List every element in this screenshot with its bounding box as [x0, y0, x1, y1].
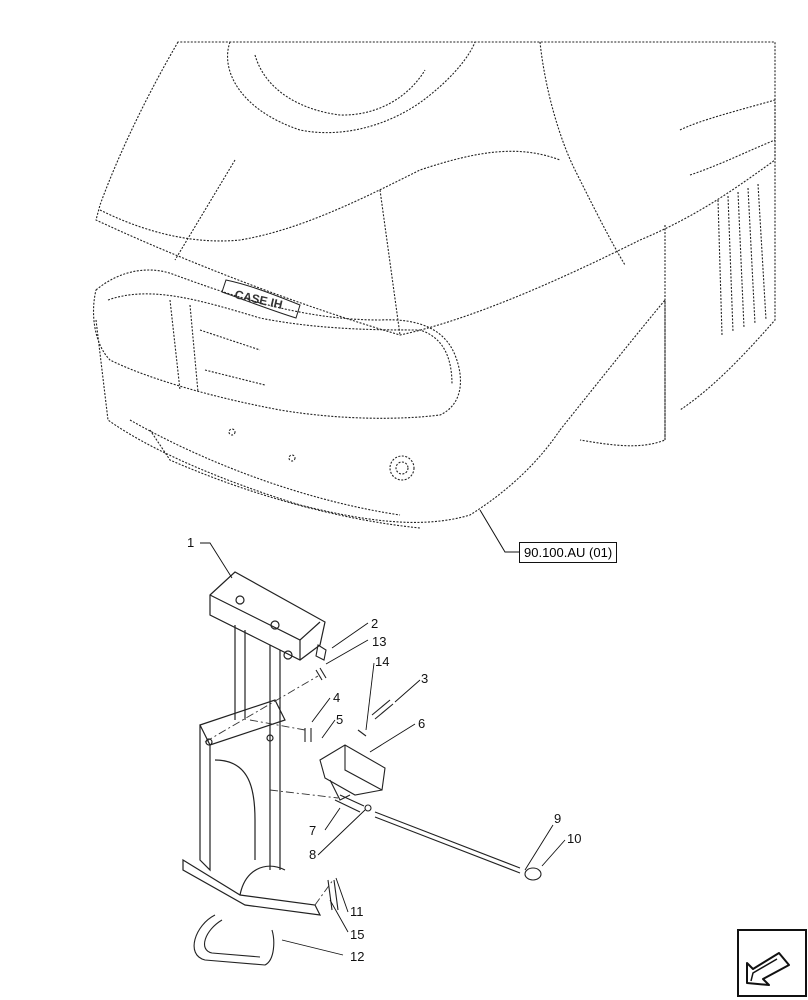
callout-11: 11 [350, 904, 364, 919]
callout-labels: 1 2 3 4 5 6 7 8 9 10 11 12 13 14 15 [187, 535, 581, 964]
callout-8: 8 [309, 847, 316, 862]
callout-13: 13 [372, 634, 386, 649]
alignment-lines [204, 675, 339, 906]
callout-14: 14 [375, 654, 389, 669]
next-page-button[interactable] [737, 929, 807, 997]
bracket-assembly [182, 571, 326, 916]
next-page-arrow-icon [746, 952, 790, 986]
callout-4: 4 [333, 690, 340, 705]
callout-1: 1 [187, 535, 194, 550]
callout-5: 5 [336, 712, 343, 727]
brand-badge-text: CASE IH [233, 287, 284, 312]
callout-3: 3 [421, 671, 428, 686]
small-parts [193, 644, 542, 966]
callout-leaders [200, 542, 566, 956]
callout-15: 15 [350, 927, 364, 942]
callout-2: 2 [371, 616, 378, 631]
callout-12: 12 [350, 949, 364, 964]
callout-10: 10 [567, 831, 581, 846]
brand-badge-graphic [221, 279, 301, 319]
callout-7: 7 [309, 823, 316, 838]
callout-6: 6 [418, 716, 425, 731]
hood-outline [93, 41, 776, 529]
callout-9: 9 [554, 811, 561, 826]
reference-label: 90.100.AU (01) [524, 545, 613, 560]
reference-leader [479, 509, 520, 553]
reference-box[interactable]: 90.100.AU (01) [519, 542, 618, 563]
